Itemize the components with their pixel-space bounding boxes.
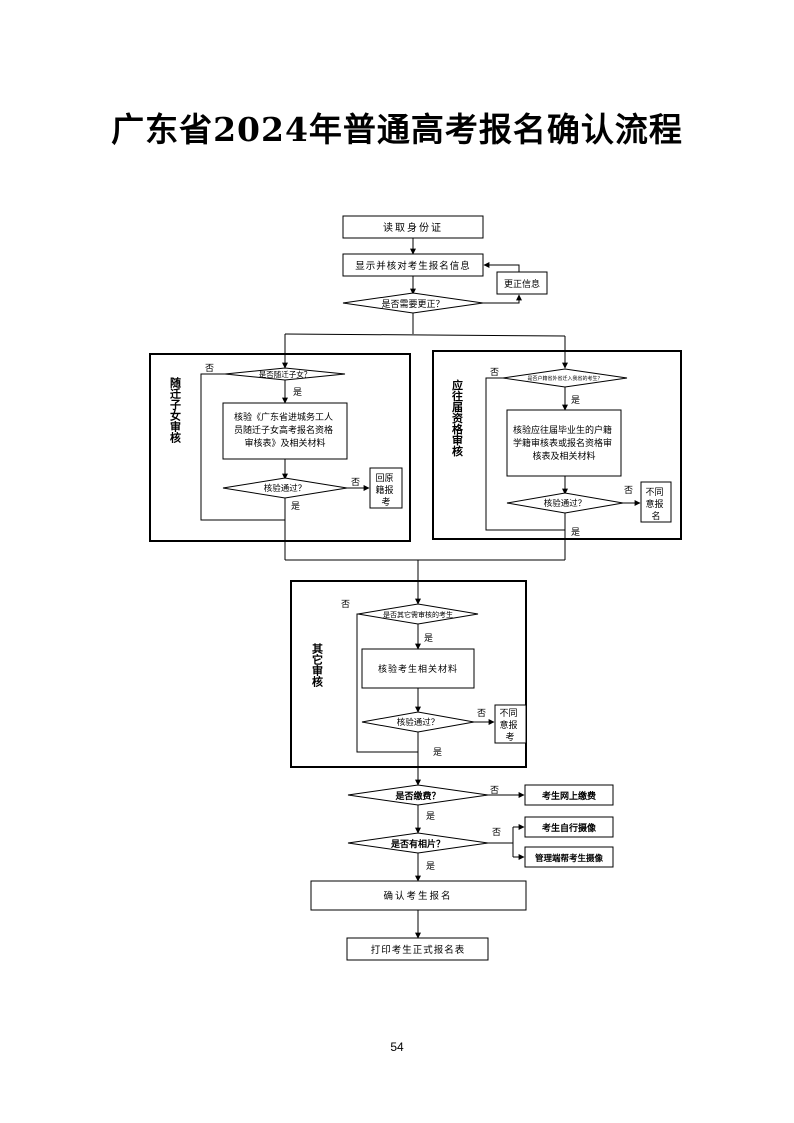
online-pay-label: 考生网上缴费 [542, 790, 596, 802]
no-label: 否 [490, 367, 499, 378]
other-verify-node: 核验考生相关材料 [361, 648, 475, 689]
page-number: 54 [390, 1040, 404, 1054]
paid-label: 是否缴费？ [394, 790, 440, 802]
no-label: 否 [492, 827, 501, 838]
page-title: 广东省2024年普通高考报名确认流程 [111, 110, 683, 149]
other-pass-decision: 核验通过？ [361, 711, 475, 733]
migrant-group-label: 随迁子女审核 [169, 376, 182, 444]
confirm-label: 确认考生报名 [383, 890, 452, 902]
graduate-review-group [432, 350, 682, 540]
online-pay-node: 考生网上缴费 [524, 784, 614, 806]
no-label: 否 [477, 708, 486, 719]
confirm-node: 确认考生报名 [310, 880, 527, 911]
migrant-fail-text: 回原 籍报 考 [376, 473, 397, 508]
graduate-fail-node: 不同 意报 名 [640, 481, 672, 523]
need-other-label: 是否其它需审核的考生 [383, 610, 453, 619]
read-id-node: 读取身份证 [342, 215, 484, 239]
is-outside-label: 是否户籍省外省迁入我省的考生？ [527, 375, 602, 382]
no-label: 否 [205, 363, 214, 374]
has-photo-label: 是否有相片？ [390, 838, 445, 850]
is-migrant-decision: 是否随迁子女？ [224, 367, 346, 381]
yes-label: 是 [424, 633, 433, 644]
no-label: 否 [490, 785, 499, 796]
graduate-pass-decision: 核验通过？ [506, 492, 624, 514]
need-other-decision: 是否其它需审核的考生 [357, 603, 479, 625]
other-fail-text: 不同 意报 考 [500, 708, 521, 743]
admin-photo-node: 管理端帮考生摄像 [524, 846, 614, 868]
no-label: 否 [351, 477, 360, 488]
yes-label: 是 [571, 527, 580, 538]
graduate-verify-text: 核验应往届毕业生的户籍 学籍审核表或报名资格审 核表及相关材料 [513, 424, 615, 462]
has-photo-decision: 是否有相片？ [347, 832, 489, 854]
read-id-label: 读取身份证 [383, 221, 443, 234]
need-correct-decision: 是否需要更正？ [342, 292, 484, 314]
self-photo-node: 考生自行摄像 [524, 816, 614, 838]
yes-label: 是 [293, 387, 302, 398]
need-correct-label: 是否需要更正？ [381, 299, 444, 310]
correct-info-label: 更正信息 [504, 278, 540, 290]
show-verify-label: 显示并核对考生报名信息 [355, 260, 471, 272]
yes-label: 是 [433, 747, 442, 758]
graduate-fail-text: 不同 意报 名 [646, 487, 667, 522]
yes-label: 是 [426, 861, 435, 872]
paid-decision: 是否缴费？ [347, 784, 489, 806]
graduate-verify-node: 核验应往届毕业生的户籍 学籍审核表或报名资格审 核表及相关材料 [506, 409, 622, 477]
graduate-pass-label: 核验通过？ [544, 498, 587, 509]
is-outside-decision: 是否户籍省外省迁入我省的考生？ [502, 368, 628, 388]
print-label: 打印考生正式报名表 [371, 944, 466, 956]
migrant-verify-text: 核验《广东省进城务工人 员随迁子女高考报名资格 审核表》及相关材料 [234, 411, 336, 449]
yes-label: 是 [571, 395, 580, 406]
admin-photo-label: 管理端帮考生摄像 [535, 853, 604, 864]
migrant-verify-node: 核验《广东省进城务工人 员随迁子女高考报名资格 审核表》及相关材料 [222, 402, 348, 460]
migrant-pass-label: 核验通过？ [264, 483, 307, 494]
self-photo-label: 考生自行摄像 [542, 822, 597, 834]
no-label: 否 [341, 599, 350, 610]
show-verify-node: 显示并核对考生报名信息 [342, 253, 484, 277]
other-review-group [290, 580, 527, 768]
migrant-fail-node: 回原 籍报 考 [369, 467, 403, 509]
graduate-group-label: 应往届资格审核 [451, 378, 464, 457]
other-verify-label: 核验考生相关材料 [378, 663, 458, 675]
migrant-review-group [149, 353, 411, 542]
yes-label: 是 [291, 501, 300, 512]
no-label: 否 [624, 485, 633, 496]
migrant-pass-decision: 核验通过？ [222, 477, 348, 499]
other-pass-label: 核验通过？ [397, 717, 440, 728]
other-group-label: 其它审核 [311, 642, 324, 688]
other-fail-node: 不同 意报 考 [494, 704, 527, 744]
correct-info-node: 更正信息 [496, 271, 548, 295]
print-node: 打印考生正式报名表 [346, 937, 489, 961]
yes-label: 是 [426, 811, 435, 822]
is-migrant-label: 是否随迁子女？ [259, 369, 312, 379]
